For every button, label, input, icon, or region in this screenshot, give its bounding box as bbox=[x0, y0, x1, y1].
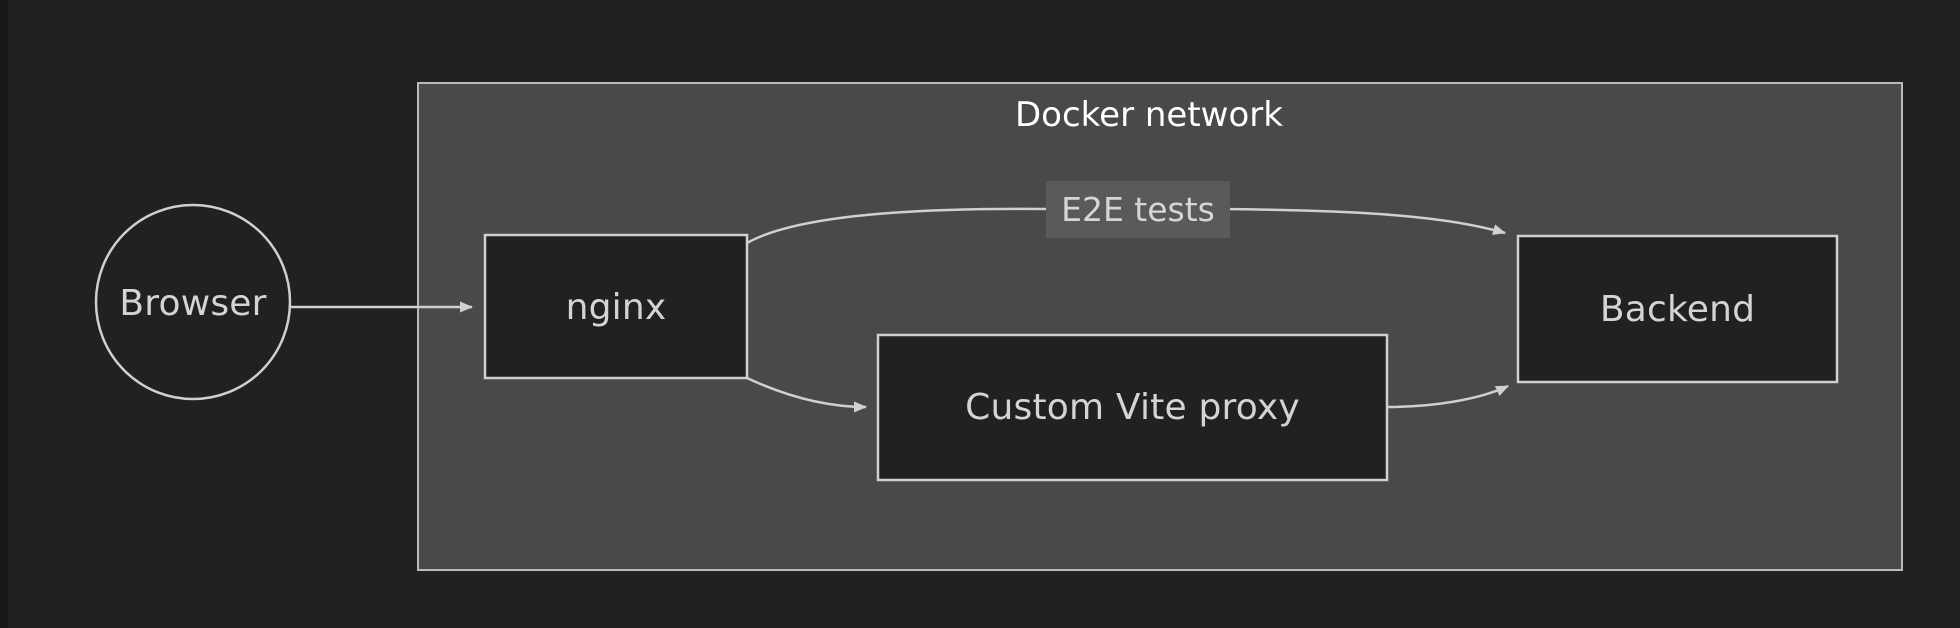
node-backend-shape[interactable] bbox=[1516, 234, 1839, 384]
group-title-docker-network: Docker network bbox=[1015, 95, 1283, 135]
edge-vite-backend bbox=[1386, 384, 1509, 409]
edge-label-e2e-tests: E2E tests bbox=[1046, 181, 1230, 238]
node-nginx-shape[interactable] bbox=[483, 233, 749, 380]
edge-nginx-backend-left bbox=[746, 207, 1047, 245]
node-browser-shape[interactable] bbox=[94, 203, 292, 401]
edge-nginx-vite bbox=[746, 376, 867, 413]
left-edge-strip bbox=[0, 0, 8, 628]
node-vite-shape[interactable] bbox=[876, 333, 1389, 482]
edge-nginx-backend-right bbox=[1217, 207, 1506, 235]
